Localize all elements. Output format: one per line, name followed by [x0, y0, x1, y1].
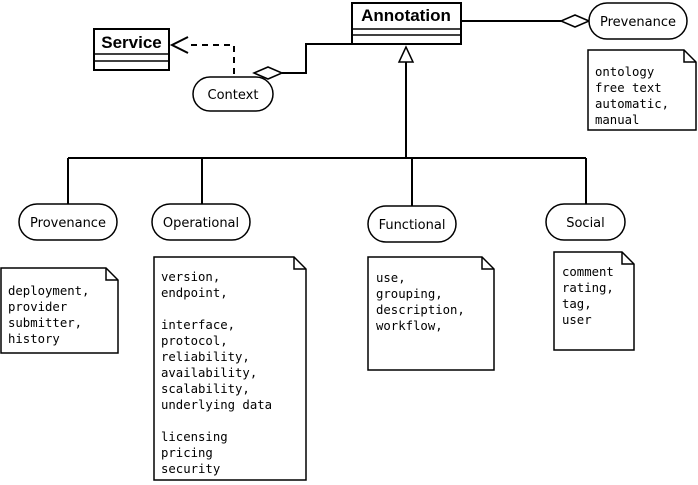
aggregation-diamond-icon: [252, 66, 284, 80]
note-line: automatic,: [595, 97, 669, 111]
note-line: use,: [376, 271, 406, 285]
prevenance-note-text: ontology free text automatic, manual: [595, 65, 669, 127]
note-line: scalability,: [161, 382, 250, 396]
inheritance-triangle-icon: [397, 45, 415, 63]
note-line: underlying data: [161, 398, 272, 412]
note-line: history: [8, 332, 60, 346]
service-class[interactable]: Service: [93, 28, 170, 71]
note-line: user: [562, 313, 592, 327]
note-line: description,: [376, 303, 465, 317]
note-line: provider: [8, 300, 67, 314]
service-class-title: Service: [101, 33, 162, 52]
annotation-class-title: Annotation: [361, 6, 451, 25]
note-line: comment: [562, 265, 614, 279]
dependency-arrowhead-icon: [169, 36, 189, 54]
note-line: free text: [595, 81, 662, 95]
functional-note: use, grouping, description, workflow,: [367, 256, 495, 371]
note-line: protocol,: [161, 334, 228, 348]
note-line: pricing: [161, 446, 213, 460]
operational-note: version, endpoint, interface, protocol, reli…: [153, 256, 307, 481]
prevenance-oval-label: Prevenance: [600, 15, 676, 30]
annotation-class[interactable]: Annotation: [351, 2, 462, 45]
context-link: [282, 43, 352, 74]
note-line: licensing: [161, 430, 228, 444]
context-oval[interactable]: Context: [192, 76, 274, 112]
note-line: workflow,: [376, 319, 443, 333]
social-oval-label: Social: [566, 216, 605, 231]
note-line: reliability,: [161, 350, 250, 364]
provenance-oval-label: Provenance: [30, 216, 106, 231]
connectors: [67, 20, 587, 206]
operational-oval-label: Operational: [163, 216, 239, 231]
functional-oval-label: Functional: [379, 218, 446, 233]
note-line: tag,: [562, 297, 592, 311]
operational-note-text: version, endpoint, interface, protocol, reli…: [161, 270, 272, 476]
note-line: endpoint,: [161, 286, 228, 300]
note-line: availability,: [161, 366, 257, 380]
context-oval-label: Context: [208, 88, 259, 103]
note-line: interface,: [161, 318, 235, 332]
note-line: ontology: [595, 65, 654, 79]
provenance-note-text: deployment, provider submitter, history: [8, 284, 89, 346]
social-note-text: comment rating, tag, user: [562, 265, 614, 327]
functional-oval[interactable]: Functional: [367, 205, 457, 243]
provenance-note: deployment, provider submitter, history: [0, 267, 119, 354]
prevenance-oval[interactable]: Prevenance: [588, 2, 688, 40]
note-line: deployment,: [8, 284, 89, 298]
provenance-oval[interactable]: Provenance: [18, 203, 118, 241]
note-line: manual: [595, 113, 639, 127]
functional-note-text: use, grouping, description, workflow,: [376, 271, 465, 333]
operational-oval[interactable]: Operational: [151, 203, 251, 241]
note-line: rating,: [562, 281, 614, 295]
note-line: submitter,: [8, 316, 82, 330]
social-oval[interactable]: Social: [545, 203, 626, 241]
social-note: comment rating, tag, user: [553, 251, 635, 351]
dependency-link: [187, 44, 235, 74]
aggregation-diamond-icon: [559, 14, 591, 28]
note-line: grouping,: [376, 287, 443, 301]
note-line: version,: [161, 270, 220, 284]
note-line: security: [161, 462, 220, 476]
prevenance-note: ontology free text automatic, manual: [587, 49, 697, 131]
